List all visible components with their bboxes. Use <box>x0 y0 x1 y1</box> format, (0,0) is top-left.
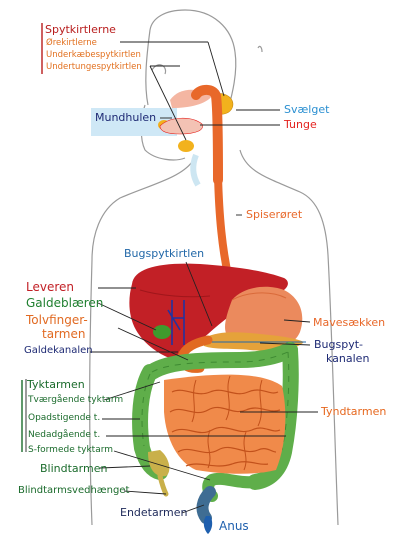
label-pharynx: Svælget <box>284 103 330 116</box>
label-small-intestine: Tyndtarmen <box>321 405 387 418</box>
label-submandibular: Underkæbespytkirtlen <box>46 50 141 60</box>
leader-lines <box>25 41 318 514</box>
label-descending-colon: Nedadgående t. <box>28 430 101 440</box>
label-pancreatic-duct-line1: Bugspyt- <box>314 338 364 351</box>
label-bile-duct: Galdekanalen <box>24 345 93 356</box>
label-pancreatic-duct-line2: kanalen <box>326 352 370 365</box>
label-cecum: Blindtarmen <box>40 462 108 475</box>
label-pancreas: Bugspytkirtlen <box>124 247 205 260</box>
label-transverse-colon: Tværgående tyktarm <box>28 395 124 405</box>
descending-colon-shape <box>247 342 299 490</box>
label-sublingual: Undertungespytkirtlen <box>46 62 142 72</box>
label-anus: Anus <box>219 519 249 533</box>
label-tongue: Tunge <box>284 118 317 131</box>
appendix-shape <box>157 473 169 497</box>
submandibular-gland <box>178 140 194 152</box>
label-sigmoid-colon: S-formede tyktarm <box>28 445 114 455</box>
label-parotid: Ørekirtlerne <box>46 38 97 48</box>
tongue-shape <box>159 117 203 135</box>
label-appendix: Blindtarmsvedhænget <box>18 485 130 496</box>
transverse-colon-shape <box>144 342 298 380</box>
gallbladder-shape <box>153 325 171 339</box>
label-ascending-colon: Opadstigende t. <box>28 413 101 423</box>
label-esophagus: Spiserøret <box>246 208 303 221</box>
label-gallbladder: Galdeblæren <box>26 296 104 310</box>
small-intestine-shape <box>164 374 286 474</box>
bile-duct-lines <box>167 300 185 345</box>
label-rectum: Endetarmen <box>120 506 188 519</box>
label-colon: Tyktarmen <box>27 378 85 391</box>
label-stomach: Mavesækken <box>313 316 386 329</box>
larynx-shape <box>190 153 201 187</box>
label-duodenum-line2: tarmen <box>42 327 86 341</box>
label-duodenum-line1: Tolvfinger- <box>26 313 88 327</box>
cecum-shape <box>148 450 170 477</box>
label-salivary-glands: Spytkirtlerne <box>45 23 116 36</box>
anus-shape <box>203 516 213 534</box>
pharynx-shape <box>191 84 223 185</box>
label-oral-cavity: Mundhulen <box>95 111 157 124</box>
label-liver: Leveren <box>26 280 74 294</box>
